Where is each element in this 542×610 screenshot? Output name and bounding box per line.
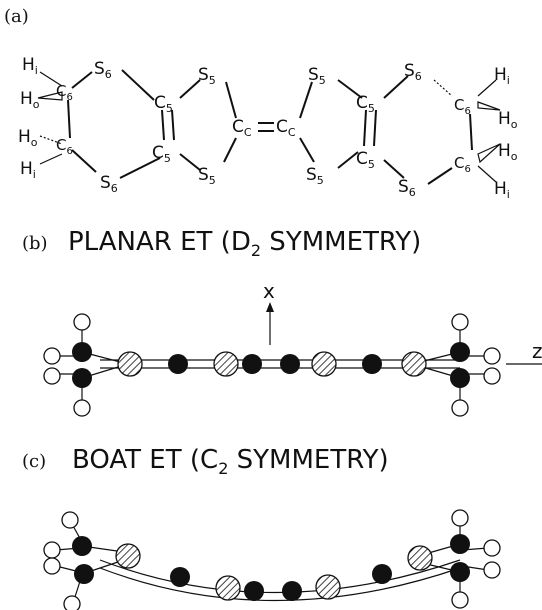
panel-c-title: BOAT ET (C2 SYMMETRY) [72, 445, 389, 478]
s-atom [215, 575, 241, 601]
c-atom [244, 581, 264, 601]
atom-c6-3: C6 [454, 96, 471, 117]
h-atom [73, 313, 91, 331]
c-atom [168, 354, 188, 374]
atom-s5-3: S5 [308, 65, 326, 87]
c-atom [72, 368, 92, 388]
axis-x-label: x [263, 279, 275, 303]
atom-h-outer-4: Ho [498, 141, 518, 163]
h-atom [43, 347, 61, 365]
c-atom [450, 562, 470, 582]
atom-s5-1: S5 [198, 65, 216, 87]
s-atom [213, 351, 239, 377]
h-atom [43, 557, 61, 575]
c-atom [74, 564, 94, 584]
atom-h-outer-1: Ho [20, 89, 40, 111]
h-atom [43, 367, 61, 385]
h-atom [451, 313, 469, 331]
atom-h-outer-2: Ho [18, 127, 38, 149]
c-atom [280, 354, 300, 374]
atom-c6-4: C6 [454, 154, 471, 175]
c-atom [170, 567, 190, 587]
atom-s6-2: S6 [100, 173, 118, 195]
panel-c-tag: (c) [22, 451, 46, 472]
atom-c6-1: C6 [56, 82, 73, 103]
h-atom [483, 561, 501, 579]
atom-h-inner-3: Hi [494, 65, 510, 87]
atom-c5-1: C5 [154, 93, 173, 115]
atom-c5-3: C5 [356, 93, 375, 115]
panel-b-tag: (b) [22, 233, 48, 254]
s-atom [115, 543, 141, 569]
c-atom [450, 368, 470, 388]
c-atom [372, 564, 392, 584]
s-atom [117, 351, 143, 377]
atom-s5-4: S5 [306, 165, 324, 187]
h-atom [451, 399, 469, 417]
atom-cc-1: CC [232, 117, 252, 139]
atom-h-inner-2: Hi [20, 159, 36, 181]
c-atom [362, 354, 382, 374]
atom-h-outer-3: Ho [498, 109, 518, 131]
atom-c5-4: C5 [356, 149, 375, 171]
h-atom [61, 511, 79, 529]
panel-a-tag: (a) [4, 6, 29, 27]
atom-h-inner-4: Hi [494, 179, 510, 201]
s-atom [315, 574, 341, 600]
axis-x-arrowhead [266, 302, 274, 312]
s-atom [311, 351, 337, 377]
panel-b-title: PLANAR ET (D2 SYMMETRY) [68, 227, 421, 260]
h-atom [43, 541, 61, 559]
planar-et-model [43, 313, 501, 417]
c-atom [450, 534, 470, 554]
h-atom [483, 347, 501, 365]
atom-s6-4: S6 [398, 177, 416, 199]
h-atom [63, 595, 81, 610]
c-atom [450, 342, 470, 362]
c-atom [72, 536, 92, 556]
atom-s6-1: S6 [94, 59, 112, 81]
atom-s6-3: S6 [404, 61, 422, 83]
h-atom [483, 539, 501, 557]
axis-z-label: z [532, 339, 542, 363]
h-atom [73, 399, 91, 417]
s-atom [401, 351, 427, 377]
atom-h-inner-1: Hi [22, 55, 38, 77]
atom-c6-2: C6 [56, 136, 73, 157]
h-atom [483, 367, 501, 385]
c-atom [242, 354, 262, 374]
c-atom [282, 581, 302, 601]
structural-formula [37, 69, 501, 185]
atom-cc-2: CC [276, 117, 296, 139]
h-atom [451, 591, 469, 609]
h-atom [451, 509, 469, 527]
c-atom [72, 342, 92, 362]
atom-s5-2: S5 [198, 165, 216, 187]
s-atom [407, 545, 433, 571]
atom-c5-2: C5 [152, 143, 171, 165]
boat-et-model [43, 509, 501, 610]
